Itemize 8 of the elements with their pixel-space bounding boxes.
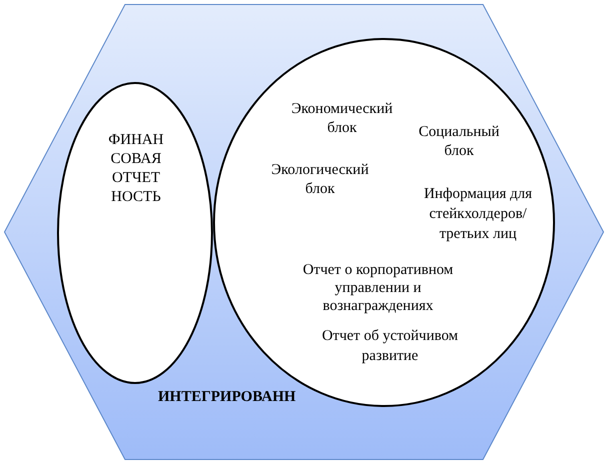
panel-title: ИНТЕГРИРОВАНН xyxy=(158,388,296,407)
oval-label: ФИНАН СОВАЯ ОТЧЕТ НОСТЬ xyxy=(107,131,165,207)
topic-label: Отчет о корпоративном управлении и вознаграждениях xyxy=(302,261,454,315)
topic-label: Экологический блок xyxy=(270,161,370,199)
topic-label: Информация для стейкхолдеров/ третьих лиц xyxy=(422,185,534,244)
topic-label: Отчет об устойчивом развитие xyxy=(320,327,460,366)
topic-label: Социальный блок xyxy=(418,123,500,161)
topic-label: Экономический блок xyxy=(290,100,394,138)
